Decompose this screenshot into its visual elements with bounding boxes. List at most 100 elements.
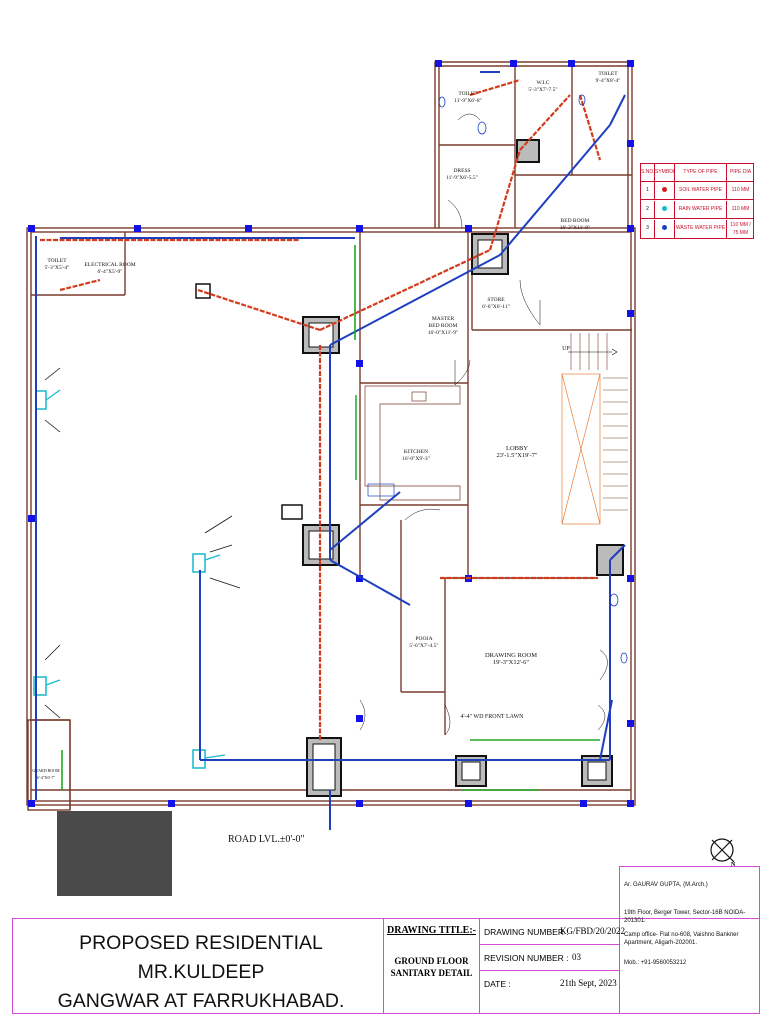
stair-up-label: UP <box>562 346 570 352</box>
project-title-line2: GANGWAR AT FARRUKHABAD. <box>57 990 345 1012</box>
soil-water-pipes <box>40 78 602 740</box>
drawing-meta-cell: DRAWING NUMBER : KG/FBD/20/2022 REVISION… <box>480 919 625 1013</box>
room-size: 9'-4"X8'-4" <box>595 78 621 84</box>
architect-address: 19th Floor, Berger Tower, Sector-16B NOI… <box>624 910 746 924</box>
legend-row-waste: 3 WASTE WATER PIPE 110 MM / 75 MM <box>641 220 753 238</box>
date-value: 21th Sept, 2023 <box>560 978 617 988</box>
legend-pipe-type: WASTE WATER PIPE <box>675 220 727 238</box>
room-name: POOJA <box>415 636 433 642</box>
drawing-title-label: DRAWING TITLE:- <box>387 925 476 936</box>
room-name: LOBBY <box>505 445 529 452</box>
project-title-cell: PROPOSED RESIDENTIAL MR.KULDEEP GANGWAR … <box>13 919 384 1013</box>
room-name: KITCHEN <box>403 449 429 455</box>
staircase <box>561 333 628 525</box>
inspection-chambers <box>33 139 624 797</box>
room-name: BED ROOM <box>560 218 590 224</box>
room-name: STORE <box>487 297 505 303</box>
architect-mobile: Mob.: +91-9560053212 <box>624 960 687 966</box>
drawing-number-row: DRAWING NUMBER : KG/FBD/20/2022 <box>480 919 625 945</box>
drawing-number-label: DRAWING NUMBER : <box>484 927 569 937</box>
room-size: 6'-4"X5'-9" <box>97 269 123 275</box>
room-name: GUARD ROOM <box>32 768 60 773</box>
room-size: 16'-0"X11'-9" <box>427 330 459 336</box>
architect-name: Ar. GAURAV GUPTA, (M.Arch.) <box>624 882 708 888</box>
soil-pipe-symbol-icon <box>655 182 675 199</box>
architect-header-box <box>619 866 760 918</box>
room-name: 4'-4" WD FRONT LAWN <box>460 714 524 720</box>
room-size: 6'-4"X6'-7" <box>36 775 56 780</box>
room-name: DRAWING ROOM <box>484 652 538 659</box>
room-size: 16'-0"X9'-3" <box>402 456 430 462</box>
legend-row-number: 1 <box>641 182 655 199</box>
legend-pipe-type: SOIL WATER PIPE <box>675 182 727 199</box>
legend-header-type: TYPE OF PIPE <box>675 164 727 181</box>
door-swings <box>359 113 608 736</box>
date-row: DATE : 21th Sept, 2023 <box>480 971 620 997</box>
architect-cell: Ar. GAURAV GUPTA, (M.Arch.) 19th Floor, … <box>620 882 761 1013</box>
legend-header-row: S.NO. SYMBOL TYPE OF PIPE PIPE DIA <box>641 164 753 182</box>
room-size: 6'-6"X6'-11" <box>482 304 510 310</box>
legend-row-soil: 1 SOIL WATER PIPE 110 MM <box>641 182 753 200</box>
window-openings <box>61 245 600 791</box>
legend-header-dia: PIPE DIA <box>729 169 752 175</box>
drawing-title-value: GROUND FLOOR SANITARY DETAIL <box>384 955 479 979</box>
waste-pipe-symbol-icon <box>655 220 675 238</box>
room-name: MASTER <box>431 316 455 322</box>
legend-header-symbol: SYMBOL <box>655 164 675 181</box>
revision-row: REVISION NUMBER : 03 <box>480 945 620 971</box>
legend-pipe-dia: 110 MM <box>731 187 750 193</box>
drawing-title-line1: GROUND FLOOR <box>394 956 469 966</box>
north-letter: N <box>731 862 736 868</box>
room-size: 16'-3"X11'-9" <box>559 225 591 231</box>
title-block: PROPOSED RESIDENTIAL MR.KULDEEP GANGWAR … <box>12 882 761 1014</box>
rain-pipe-symbol-icon <box>655 201 675 218</box>
room-label-front-lawn: 4'-4" WD FRONT LAWN <box>461 714 524 721</box>
flow-arrows <box>44 367 241 719</box>
room-name: TOILET <box>458 91 478 97</box>
room-size: 19'-3"X12'-6" <box>492 659 530 666</box>
revision-label: REVISION NUMBER : <box>484 953 569 963</box>
legend-pipe-dia: 110 MM <box>731 206 750 212</box>
waste-water-pipes <box>35 71 626 830</box>
project-title-line1: PROPOSED RESIDENTIAL MR.KULDEEP <box>79 932 323 983</box>
date-label: DATE : <box>484 979 511 989</box>
project-title: PROPOSED RESIDENTIAL MR.KULDEEP GANGWAR … <box>21 929 381 1016</box>
room-size: 23'-1.5"X19'-7" <box>496 452 538 459</box>
pipe-legend-table: S.NO. SYMBOL TYPE OF PIPE PIPE DIA 1 SOI… <box>640 163 754 239</box>
drawing-title-line2: SANITARY DETAIL <box>390 968 473 978</box>
drawing-title-cell: DRAWING TITLE:- GROUND FLOOR SANITARY DE… <box>384 919 480 1013</box>
legend-pipe-type: RAIN WATER PIPE <box>675 201 727 218</box>
room-name: W.I.C <box>536 80 550 86</box>
parking-hatch <box>57 811 172 896</box>
room-name: TOILET <box>47 258 67 264</box>
architect-camp-office: Camp office- Flat no-608, Vaishno Bankne… <box>624 932 739 946</box>
road-level-label: ROAD LVL.±0'-0" <box>228 834 305 845</box>
legend-row-rain: 2 RAIN WATER PIPE 110 MM <box>641 201 753 219</box>
structural-columns <box>28 60 634 807</box>
legend-row-number: 3 <box>641 220 655 238</box>
room-size: 5'-3"X5'-4" <box>44 265 70 271</box>
room-size: BED ROOM <box>428 323 458 329</box>
toilet-fixtures <box>438 94 628 664</box>
drawing-number-value: KG/FBD/20/2022 <box>560 926 626 936</box>
legend-pipe-dia: 110 MM / 75 MM <box>730 222 751 236</box>
room-name: ELECTRICAL ROOM <box>84 262 136 268</box>
legend-header-sno: S.NO. <box>641 164 655 181</box>
room-name: TOILET <box>598 71 618 77</box>
room-name: DRESS <box>453 168 471 174</box>
room-size: 11'-9"X6'-5.5" <box>446 175 478 181</box>
rain-water-pipes <box>45 389 226 759</box>
